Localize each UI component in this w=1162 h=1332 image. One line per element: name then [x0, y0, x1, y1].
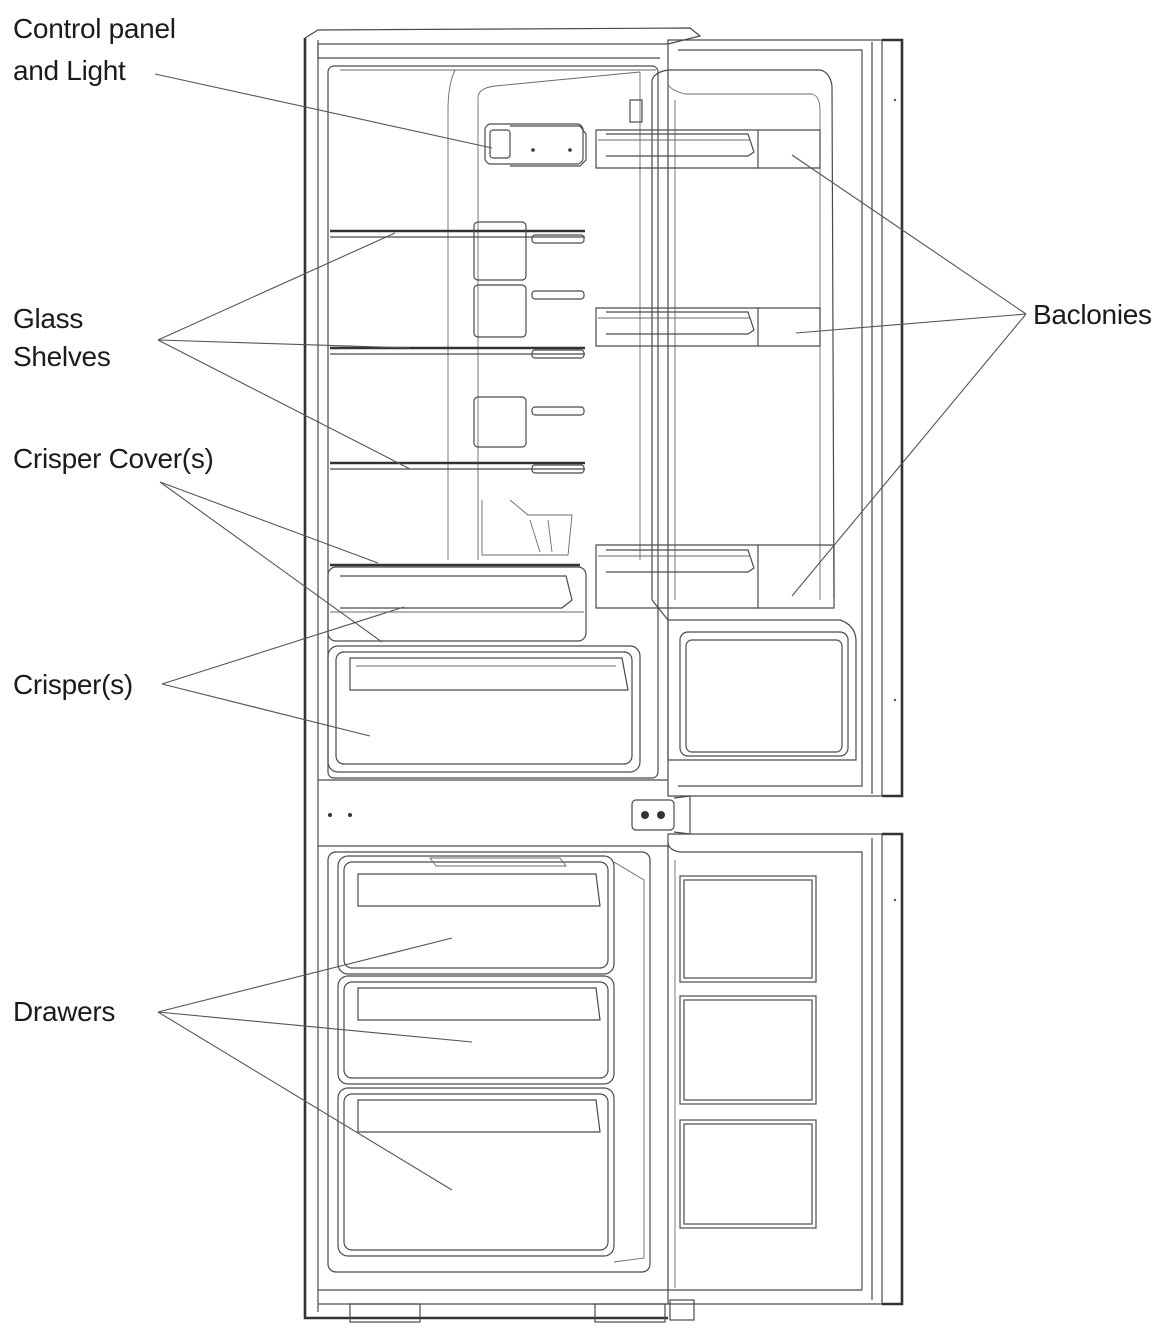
- leader-glass-shelf-2: [157, 339, 411, 349]
- door-balcony-3: [595, 544, 835, 609]
- label-crisper: Crisper(s): [13, 669, 133, 700]
- leader-lines: [154, 73, 1027, 1191]
- door-balcony-2: [595, 307, 821, 347]
- leader-drawer-3: [157, 1011, 453, 1191]
- label-crisper-cover: Crisper Cover(s): [13, 443, 214, 474]
- door-balconies: [595, 129, 835, 609]
- label-control-panel-line1: Control panel: [13, 13, 176, 44]
- leader-balcony-1: [791, 154, 1027, 315]
- crisper-cover: [327, 563, 587, 642]
- label-drawers: Drawers: [13, 996, 116, 1027]
- leader-crisper-cover-1: [159, 481, 379, 564]
- leader-balcony-2: [795, 313, 1027, 334]
- label-glass-shelves-line2: Shelves: [13, 341, 111, 372]
- leader-drawer-1: [157, 937, 453, 1013]
- freezer-drawer-3: [337, 1087, 615, 1257]
- leader-crisper-1: [161, 606, 405, 685]
- glass-shelf-2: [330, 346, 585, 359]
- freezer-drawers: [337, 855, 645, 1263]
- leader-glass-shelf-3: [157, 339, 411, 470]
- crisper-drawer: [327, 645, 641, 773]
- freezer-door: [667, 832, 904, 1321]
- label-control-panel-line2: and Light: [13, 55, 126, 86]
- glass-shelves: [330, 221, 585, 556]
- label-glass-shelves-line1: Glass: [13, 303, 84, 334]
- control-panel-light: [484, 99, 643, 167]
- leader-crisper-2: [161, 683, 371, 737]
- leader-glass-shelf-1: [157, 232, 396, 341]
- door-balcony-1: [595, 129, 821, 169]
- leader-crisper-cover-2: [159, 481, 383, 643]
- glass-shelf-3: [330, 461, 585, 474]
- leader-balcony-3: [791, 313, 1027, 597]
- fridge-door: [651, 38, 904, 798]
- shelf-supports: [473, 221, 585, 556]
- freezer-drawer-2: [337, 975, 615, 1085]
- label-balconies: Baclonies: [1033, 299, 1152, 330]
- glass-shelf-1: [330, 229, 585, 244]
- leader-drawer-2: [157, 1011, 473, 1043]
- cabinet-body: [303, 27, 702, 1323]
- freezer-drawer-1: [337, 855, 615, 975]
- leader-control-panel: [154, 73, 493, 149]
